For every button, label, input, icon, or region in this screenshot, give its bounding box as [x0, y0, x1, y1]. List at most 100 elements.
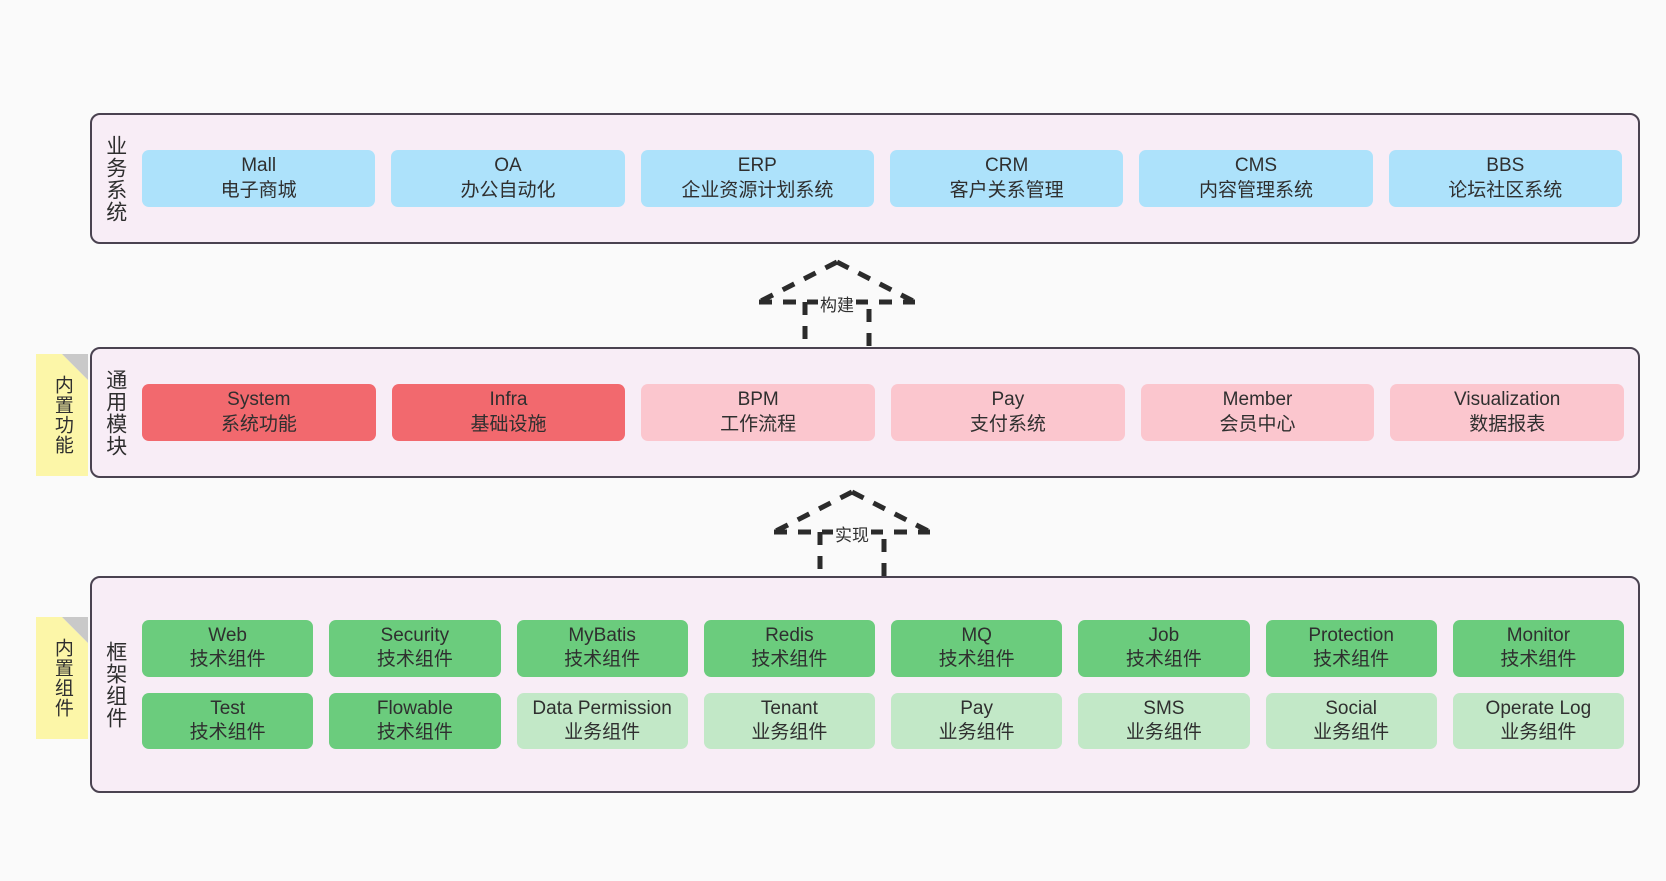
node-title: Security — [380, 624, 450, 646]
node-title: Flowable — [376, 697, 453, 719]
node-tenant[interactable]: Tenant 业务组件 — [703, 692, 875, 750]
layer-framework-components: 框架组件 Web 技术组件 Security 技术组件 MyBatis 技术组件… — [90, 576, 1640, 793]
node-title: System — [227, 389, 291, 411]
sticky-note-builtin-components: 内置组件 — [36, 617, 88, 739]
node-title: CMS — [1234, 155, 1278, 177]
layer-business-body: Mall 电子商城 OA 办公自动化 ERP 企业资源计划系统 CRM 客户关系… — [138, 115, 1638, 242]
node-subtitle: 技术组件 — [751, 649, 828, 671]
node-title: OA — [494, 155, 522, 177]
node-protection[interactable]: Protection 技术组件 — [1265, 619, 1437, 677]
node-subtitle: 技术组件 — [564, 649, 641, 671]
node-bpm[interactable]: BPM 工作流程 — [641, 384, 876, 441]
node-cms[interactable]: CMS 内容管理系统 — [1139, 150, 1373, 207]
node-subtitle: 技术组件 — [189, 649, 266, 671]
node-pay-business[interactable]: Pay 业务组件 — [891, 692, 1063, 750]
node-visualization[interactable]: Visualization 数据报表 — [1390, 384, 1625, 441]
framework-row-business: Test 技术组件 Flowable 技术组件 Data Permission … — [142, 692, 1624, 750]
node-subtitle: 技术组件 — [1500, 649, 1577, 671]
node-test[interactable]: Test 技术组件 — [142, 692, 314, 750]
node-subtitle: 技术组件 — [376, 649, 453, 671]
node-member[interactable]: Member 会员中心 — [1140, 384, 1375, 441]
node-subtitle: 论坛社区系统 — [1448, 179, 1563, 201]
node-title: SMS — [1143, 697, 1185, 719]
business-row: Mall 电子商城 OA 办公自动化 ERP 企业资源计划系统 CRM 客户关系… — [142, 150, 1622, 207]
node-title: Member — [1222, 389, 1293, 411]
node-title: Protection — [1308, 624, 1394, 646]
node-erp[interactable]: ERP 企业资源计划系统 — [640, 150, 874, 207]
page-fold-icon — [62, 617, 88, 643]
sticky-note-builtin-features: 内置功能 — [36, 354, 88, 476]
node-title: Test — [210, 697, 246, 719]
layer-business-label: 业务系统 — [103, 134, 127, 223]
node-subtitle: 支付系统 — [969, 413, 1046, 435]
node-pay[interactable]: Pay 支付系统 — [891, 384, 1125, 441]
node-mybatis[interactable]: MyBatis 技术组件 — [516, 619, 688, 677]
node-title: Visualization — [1454, 389, 1561, 411]
node-redis[interactable]: Redis 技术组件 — [703, 619, 875, 677]
node-title: Pay — [960, 697, 993, 719]
layer-common-body: System 系统功能 Infra 基础设施 BPM 工作流程 Pay 支付系统… — [138, 349, 1638, 476]
node-subtitle: 业务组件 — [564, 721, 641, 743]
node-title: BBS — [1486, 155, 1525, 177]
node-title: Social — [1325, 697, 1377, 719]
connector-realize-label: 实现 — [833, 521, 871, 546]
sticky-note-text: 内置功能 — [51, 375, 73, 455]
node-security[interactable]: Security 技术组件 — [329, 619, 501, 677]
node-social[interactable]: Social 业务组件 — [1265, 692, 1437, 750]
node-flowable[interactable]: Flowable 技术组件 — [329, 692, 501, 750]
layer-business-systems: 业务系统 Mall 电子商城 OA 办公自动化 ERP 企业资源计划系统 CRM… — [90, 113, 1640, 244]
node-title: Operate Log — [1485, 697, 1592, 719]
node-subtitle: 客户关系管理 — [949, 179, 1064, 201]
node-subtitle: 技术组件 — [1313, 649, 1390, 671]
node-title: BPM — [737, 389, 779, 411]
node-oa[interactable]: OA 办公自动化 — [391, 150, 625, 207]
node-title: Web — [208, 624, 247, 646]
node-subtitle: 电子商城 — [220, 179, 297, 201]
node-sms[interactable]: SMS 业务组件 — [1078, 692, 1250, 750]
node-subtitle: 技术组件 — [189, 721, 266, 743]
layer-common-modules: 通用模块 System 系统功能 Infra 基础设施 BPM 工作流程 Pay… — [90, 347, 1640, 478]
layer-framework-label: 框架组件 — [103, 640, 127, 729]
node-data-permission[interactable]: Data Permission 业务组件 — [516, 692, 688, 750]
node-system[interactable]: System 系统功能 — [142, 384, 376, 441]
node-title: Redis — [765, 624, 814, 646]
node-title: Job — [1148, 624, 1180, 646]
node-title: Monitor — [1506, 624, 1571, 646]
node-subtitle: 业务组件 — [938, 721, 1015, 743]
node-subtitle: 技术组件 — [376, 721, 453, 743]
node-subtitle: 技术组件 — [1125, 649, 1202, 671]
page-fold-icon — [62, 354, 88, 380]
node-title: Data Permission — [532, 697, 672, 719]
layer-framework-body: Web 技术组件 Security 技术组件 MyBatis 技术组件 Redi… — [138, 578, 1638, 791]
node-title: Tenant — [760, 697, 818, 719]
node-mall[interactable]: Mall 电子商城 — [142, 150, 376, 207]
framework-row-tech: Web 技术组件 Security 技术组件 MyBatis 技术组件 Redi… — [142, 619, 1624, 677]
node-subtitle: 业务组件 — [1500, 721, 1577, 743]
connector-build-label: 构建 — [818, 291, 856, 316]
node-job[interactable]: Job 技术组件 — [1078, 619, 1250, 677]
node-bbs[interactable]: BBS 论坛社区系统 — [1388, 150, 1622, 207]
node-monitor[interactable]: Monitor 技术组件 — [1452, 619, 1624, 677]
node-title: ERP — [737, 155, 777, 177]
node-infra[interactable]: Infra 基础设施 — [391, 384, 626, 441]
common-row: System 系统功能 Infra 基础设施 BPM 工作流程 Pay 支付系统… — [142, 384, 1625, 441]
layer-common-label: 通用模块 — [103, 368, 127, 457]
node-subtitle: 会员中心 — [1219, 413, 1296, 435]
node-subtitle: 业务组件 — [751, 721, 828, 743]
sticky-note-text: 内置组件 — [51, 638, 73, 718]
node-subtitle: 企业资源计划系统 — [681, 179, 834, 201]
node-subtitle: 内容管理系统 — [1198, 179, 1313, 201]
node-crm[interactable]: CRM 客户关系管理 — [889, 150, 1124, 207]
node-title: MyBatis — [568, 624, 636, 646]
node-subtitle: 系统功能 — [220, 413, 297, 435]
node-subtitle: 技术组件 — [938, 649, 1015, 671]
node-web[interactable]: Web 技术组件 — [142, 619, 314, 677]
node-operate-log[interactable]: Operate Log 业务组件 — [1452, 692, 1624, 750]
node-subtitle: 数据报表 — [1469, 413, 1546, 435]
node-subtitle: 业务组件 — [1313, 721, 1390, 743]
node-subtitle: 基础设施 — [470, 413, 547, 435]
node-subtitle: 业务组件 — [1125, 721, 1202, 743]
node-title: CRM — [985, 155, 1029, 177]
node-mq[interactable]: MQ 技术组件 — [891, 619, 1063, 677]
